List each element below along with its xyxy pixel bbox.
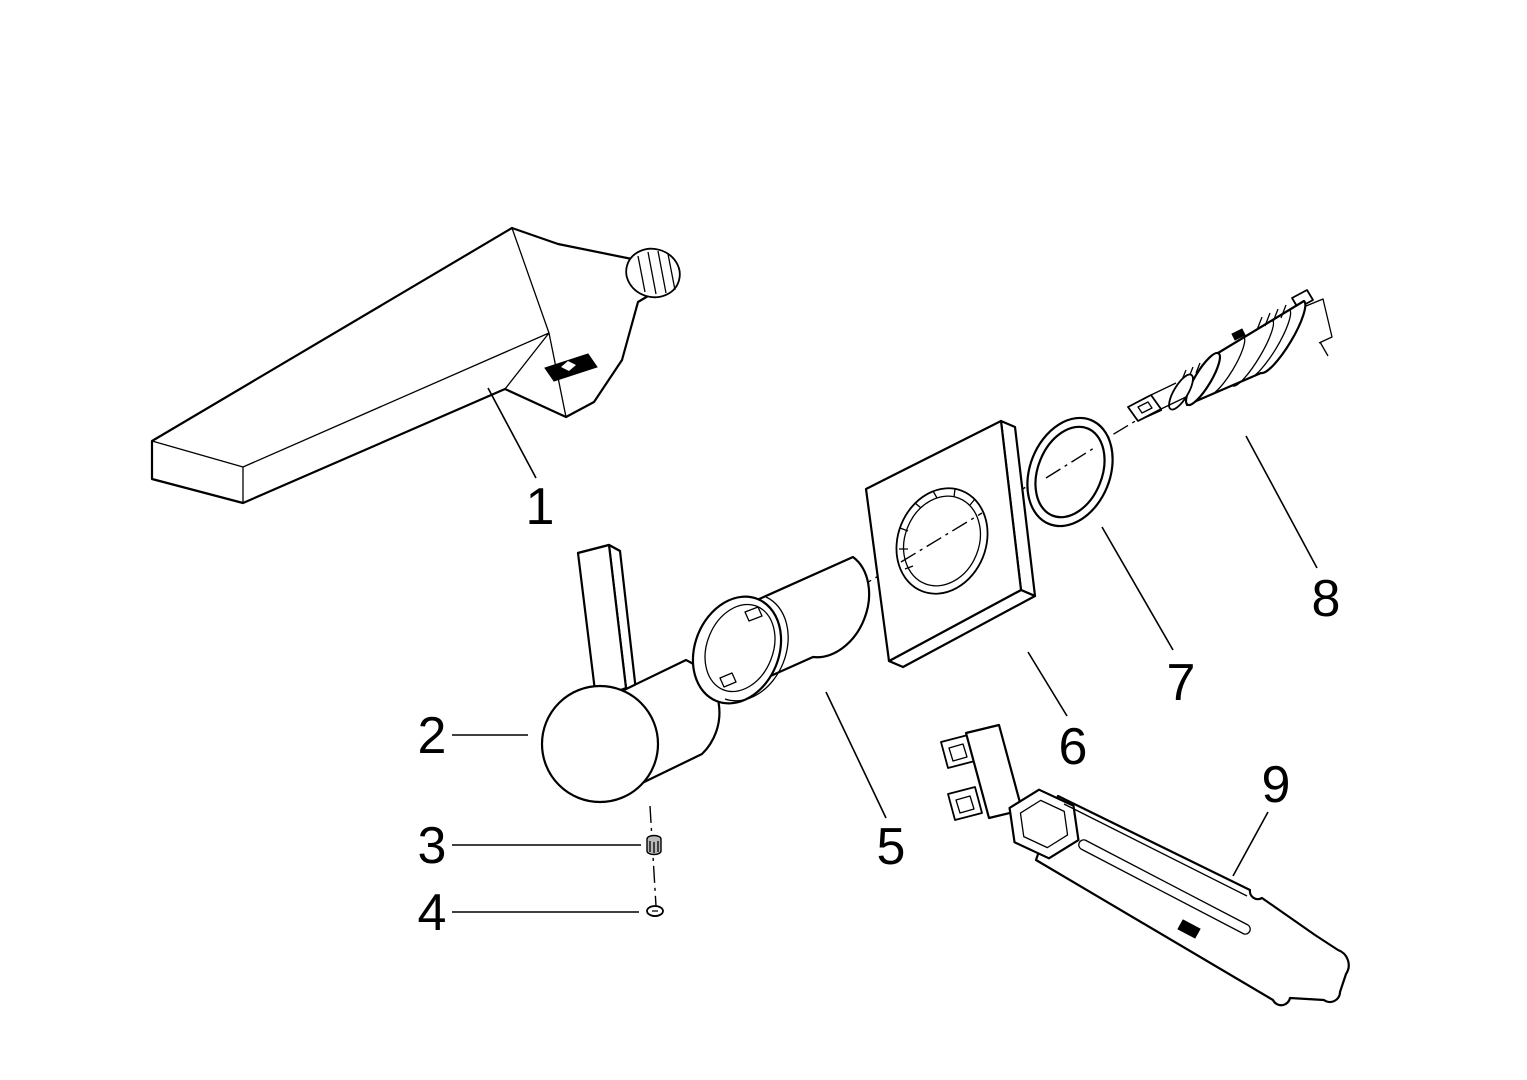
cartridge-thread-hatching (1181, 304, 1287, 381)
part-mounting-tool (940, 723, 1350, 1007)
o-ring-inner (1034, 425, 1106, 519)
part-label-7: 7 (1167, 654, 1196, 712)
leader-line-9 (1232, 811, 1269, 877)
leader-line-8 (1245, 435, 1318, 569)
screw-axis-centerline (649, 805, 657, 907)
part-label-4: 4 (418, 884, 447, 942)
plate-hole-thread (902, 495, 982, 587)
tool-stud-upper-inner (948, 743, 968, 762)
cartridge-stem-square-hole (1137, 401, 1153, 414)
cartridge-body (1185, 299, 1307, 407)
leader-line-5 (825, 691, 887, 819)
cartridge-stem-face (1127, 394, 1162, 422)
sleeve-notches (719, 606, 763, 688)
set-screw-knurling (649, 841, 659, 853)
spout-facet-lines (151, 227, 567, 503)
plate-thread-hatching (899, 488, 976, 570)
cartridge-ribs (1208, 309, 1292, 396)
cartridge-clip-bracket (1305, 298, 1333, 357)
part-screw-plug (646, 905, 664, 917)
tool-logo-mark (1177, 919, 1201, 939)
plate-hole-centerline (900, 512, 983, 563)
tool-slot (1078, 839, 1251, 935)
spout-thread-hatching (637, 250, 676, 295)
tool-hex-ring (1008, 788, 1080, 860)
cartridge-slot (1231, 328, 1246, 341)
tool-edge-line (1063, 803, 1248, 897)
cartridge-flange (1168, 373, 1194, 411)
lever-drum-face (540, 684, 660, 804)
part-spout (150, 226, 681, 505)
tool-hex-inner (1019, 799, 1069, 849)
o-ring-centerline (1045, 447, 1095, 479)
sleeve-opening (691, 595, 783, 705)
tool-stud-lower (947, 786, 983, 821)
part-label-6: 6 (1059, 718, 1088, 776)
tool-shaft (1034, 794, 1350, 1007)
part-label-8: 8 (1312, 570, 1341, 628)
sleeve-seam (724, 596, 789, 702)
part-label-9: 9 (1262, 756, 1291, 814)
part-escutcheon-plate (864, 419, 1037, 669)
part-cartridge (1127, 289, 1333, 422)
aerator-diamond-logo (561, 361, 576, 371)
plate-hole (895, 487, 989, 595)
cartridge-left-end (1184, 351, 1222, 407)
leader-line-7 (1101, 526, 1174, 651)
part-lever-handle (540, 543, 721, 804)
leader-line-6 (1027, 651, 1068, 717)
part-handle-sleeve (691, 555, 871, 705)
part-o-ring (1026, 416, 1114, 528)
part-label-2: 2 (418, 707, 447, 765)
leader-line-1 (487, 387, 537, 479)
part-set-screw (646, 834, 662, 856)
part-label-5: 5 (877, 818, 906, 876)
part-label-1: 1 (526, 478, 555, 536)
screw-plug-detail (649, 910, 661, 917)
part-label-3: 3 (418, 817, 447, 875)
sleeve-inner-wall (704, 603, 776, 693)
tool-stud-lower-inner (955, 795, 975, 814)
